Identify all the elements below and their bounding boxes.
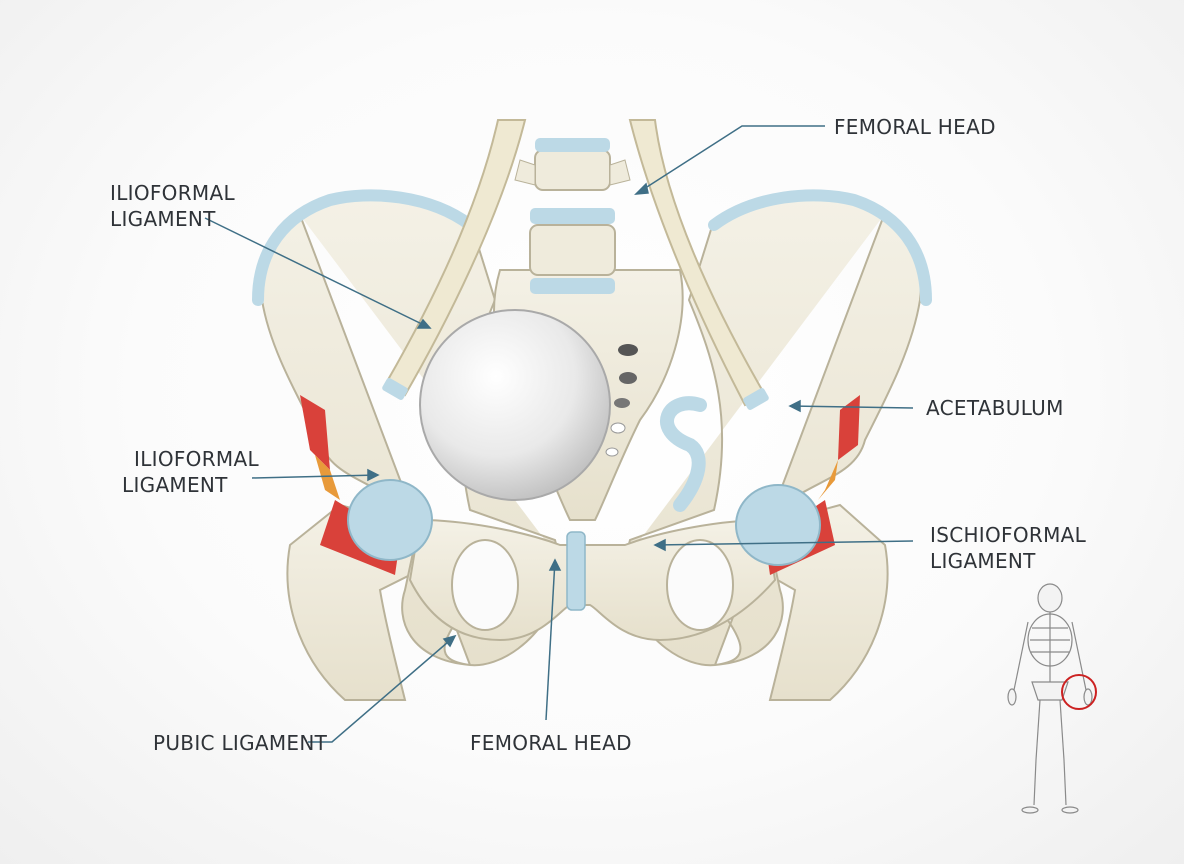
pubic-rami [408,518,777,642]
leader-ilioformal-upper [204,217,431,329]
arrow-femoral-head-bottom [548,558,562,571]
left-ilium [252,189,562,667]
leader-pubic-ligament [308,635,456,743]
arrow-pubic-ligament [442,634,457,648]
highlight-circle [1061,674,1097,710]
leader-femoral-head-top [635,125,825,195]
right-obturator-foramen [666,539,734,631]
pubic-symphysis [566,531,586,611]
label-ischioformal-line2: LIGAMENT [930,549,1036,573]
label-femoral-head-top: FEMORAL HEAD [834,114,996,140]
arrow-ilioformal-upper [416,318,432,329]
leader-femoral-head-bottom [545,559,556,721]
leader-ilioformal-lower [251,474,379,479]
label-femoral-head-top-text: FEMORAL HEAD [834,115,996,139]
arrow-ischioformal [653,538,666,552]
right-ligament-band [628,119,769,410]
label-ilioformal-lower: ILIOFORMAL LIGAMENT [122,446,259,498]
leader-acetabulum [789,405,914,409]
right-hip-joint [735,395,860,575]
label-ilioformal-upper-line2: LIGAMENT [110,207,216,231]
leader-ischioformal [654,540,914,546]
label-pubic-ligament: PUBIC LIGAMENT [153,730,327,756]
label-acetabulum-text: ACETABULUM [926,396,1064,420]
label-ilioformal-upper-line1: ILIOFORMAL [110,181,235,205]
label-ischioformal-line1: ISCHIOFORMAL [930,523,1087,547]
label-ischioformal: ISCHIOFORMAL LIGAMENT [930,522,1086,574]
leader-lines [204,125,914,743]
skeleton-locator-inset [1007,583,1097,814]
arrow-femoral-head-top [634,182,649,195]
label-femoral-head-bottom-text: FEMORAL HEAD [470,731,632,755]
label-ilioformal-lower-line2: LIGAMENT [122,473,228,497]
label-ilioformal-lower-line1: ILIOFORMAL [134,447,259,471]
arrow-ilioformal-lower [367,468,380,482]
label-femoral-head-bottom: FEMORAL HEAD [470,730,632,756]
femoral-head-sphere [419,309,611,501]
label-pubic-ligament-text: PUBIC LIGAMENT [153,731,328,755]
left-obturator-foramen [451,539,519,631]
label-acetabulum: ACETABULUM [926,395,1064,421]
arrow-acetabulum [788,399,801,413]
left-hip-joint [300,395,433,575]
skull-icon [1037,583,1063,613]
lumbar-spine [514,138,631,294]
label-ilioformal-upper: ILIOFORMAL LIGAMENT [110,180,235,232]
